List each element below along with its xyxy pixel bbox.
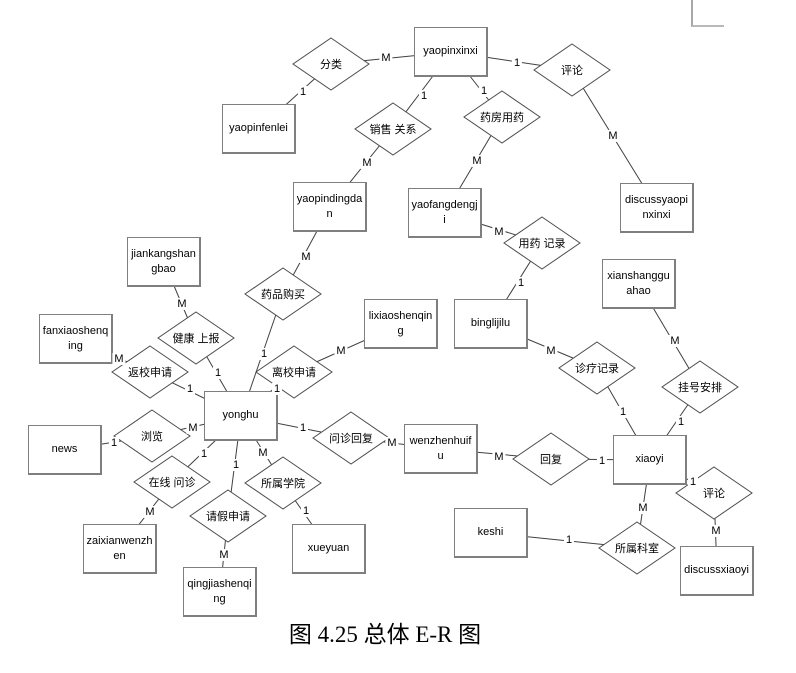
edge-line xyxy=(490,323,598,369)
edge-line xyxy=(636,459,651,549)
edge-line xyxy=(450,51,573,71)
edge-line xyxy=(119,481,173,550)
edge-line xyxy=(293,323,402,373)
edge-line xyxy=(649,386,701,461)
edge-line xyxy=(75,338,151,373)
edge-line xyxy=(490,242,543,325)
edge-line xyxy=(350,437,442,450)
edge-line xyxy=(596,367,651,461)
figure-caption: 图 4.25 总体 E-R 图 xyxy=(288,622,482,647)
edge-line xyxy=(240,415,284,484)
edge-line xyxy=(440,448,552,460)
cropped-box-fragment xyxy=(691,0,724,27)
edge-line xyxy=(638,283,701,388)
edge-line xyxy=(649,459,715,494)
edge-line xyxy=(713,492,718,572)
edge-line xyxy=(392,51,452,130)
edge-line xyxy=(329,128,394,208)
edge-line xyxy=(550,458,651,461)
edge-line xyxy=(282,482,330,550)
edge-line xyxy=(151,415,242,437)
edge-line xyxy=(163,261,197,339)
edge-line xyxy=(227,415,242,517)
edge-line xyxy=(195,337,242,417)
edge-line xyxy=(64,435,153,451)
edge-line xyxy=(258,63,332,130)
edge-line xyxy=(282,206,331,295)
edge-line xyxy=(240,293,284,417)
edge-line xyxy=(219,515,229,593)
edge-line xyxy=(149,371,242,417)
edge-line xyxy=(330,51,452,65)
edge-line xyxy=(444,212,543,244)
edge-line xyxy=(490,532,638,549)
edge-line xyxy=(450,51,503,118)
edge-line xyxy=(571,69,658,209)
edge-line xyxy=(171,415,242,483)
edge-line xyxy=(444,116,503,214)
edge-line xyxy=(240,415,352,439)
